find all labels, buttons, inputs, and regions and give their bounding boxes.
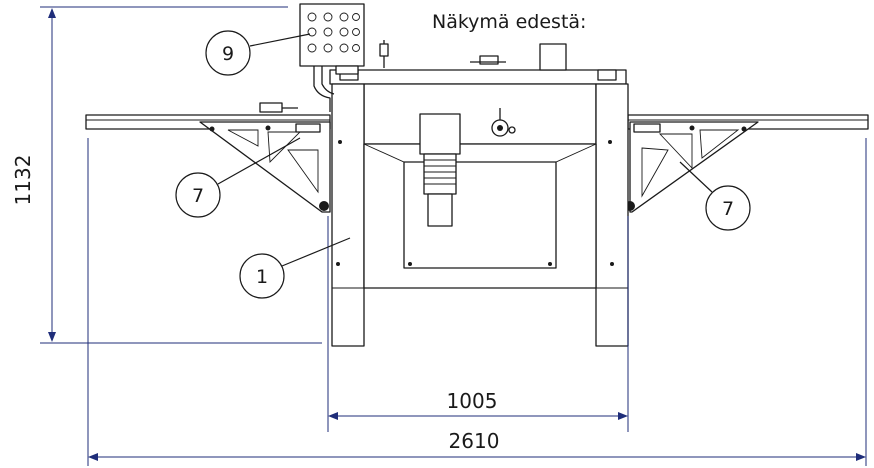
callout-control-panel: 9 [205,30,311,76]
left-support-bracket [199,102,331,213]
control-panel [299,3,365,112]
callout-right-table-number: 7 [722,198,734,220]
callout-left-table: 7 [175,137,301,218]
callout-left-table-number: 7 [192,185,204,207]
callout-base-number: 1 [256,266,268,288]
dimension-lines [40,6,867,466]
machine-body [329,40,629,347]
right-support-bracket [625,121,759,213]
callout-control-panel-number: 9 [222,43,234,65]
view-title: Näkymä edestä: [432,11,586,33]
motor-assembly [419,108,516,227]
height-dimension-label: 1132 [11,155,35,206]
callout-right-table: 7 [679,161,751,231]
callout-base: 1 [239,237,351,299]
total-width-dimension-label: 2610 [449,429,500,453]
inner-width-dimension-label: 1005 [447,389,498,413]
